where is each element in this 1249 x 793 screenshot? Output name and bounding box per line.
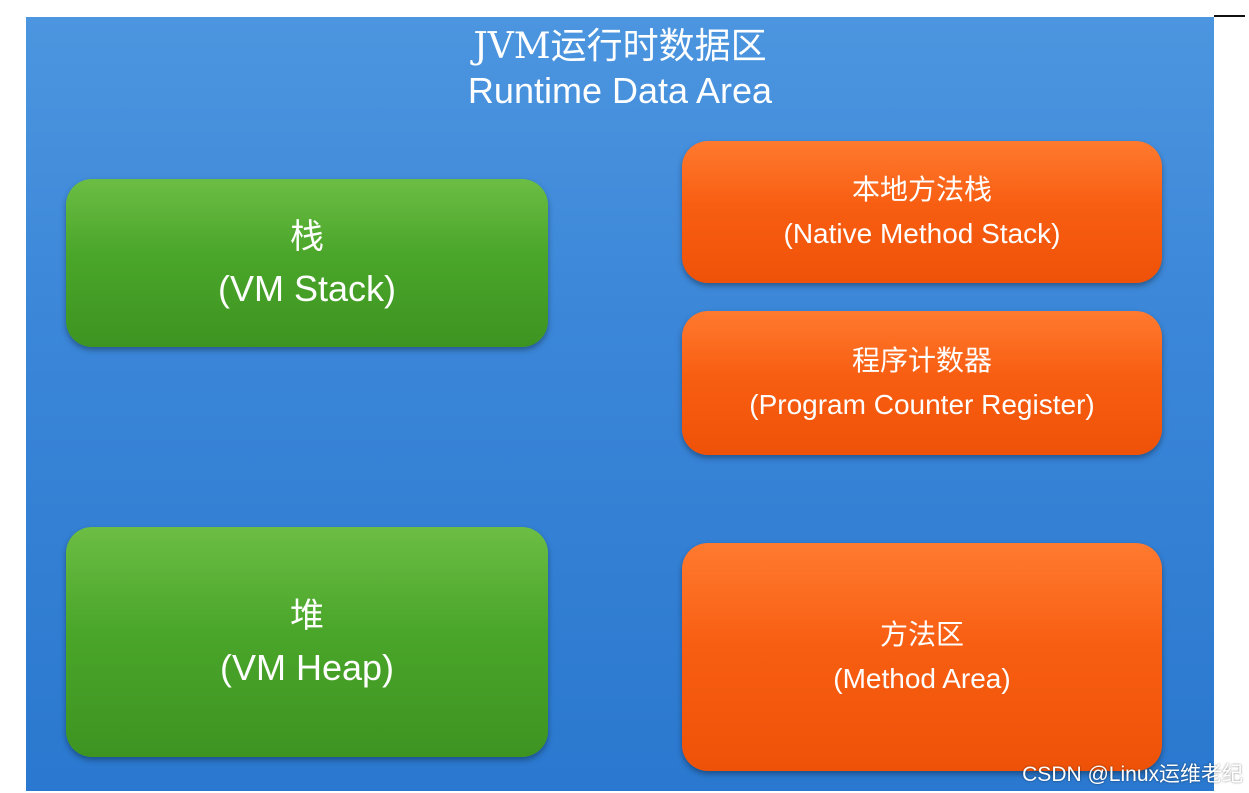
vm-heap-box: 堆 (VM Heap): [66, 527, 548, 757]
program-counter-register-label-zh: 程序计数器: [851, 344, 992, 377]
top-divider: [1214, 15, 1245, 17]
diagram-title-en: Runtime Data Area: [467, 70, 773, 111]
vm-heap-label-en: (VM Heap): [219, 647, 395, 688]
native-method-stack-label-en: (Native Method Stack): [783, 218, 1061, 249]
program-counter-register-label-en: (Program Counter Register): [749, 389, 1095, 420]
method-area-label-zh: 方法区: [879, 618, 964, 651]
native-method-stack-label-zh: 本地方法栈: [851, 173, 992, 206]
method-area-label-en: (Method Area): [833, 663, 1011, 694]
vm-stack-label-en: (VM Stack): [217, 268, 396, 309]
vm-stack-label-zh: 栈: [290, 217, 324, 257]
vm-heap-label-zh: 堆: [290, 596, 324, 636]
watermark: CSDN @Linux运维老纪: [1022, 763, 1243, 786]
program-counter-register-box: 程序计数器 (Program Counter Register): [682, 311, 1162, 455]
native-method-stack-box: 本地方法栈 (Native Method Stack): [682, 141, 1162, 283]
vm-stack-box: 栈 (VM Stack): [66, 179, 548, 347]
diagram-canvas: JVM运行时数据区 Runtime Data Area 栈 (VM Stack)…: [26, 17, 1214, 791]
diagram-title-zh: JVM运行时数据区: [473, 26, 767, 67]
diagram-title: JVM运行时数据区 Runtime Data Area: [26, 25, 1214, 113]
method-area-box: 方法区 (Method Area): [682, 543, 1162, 771]
